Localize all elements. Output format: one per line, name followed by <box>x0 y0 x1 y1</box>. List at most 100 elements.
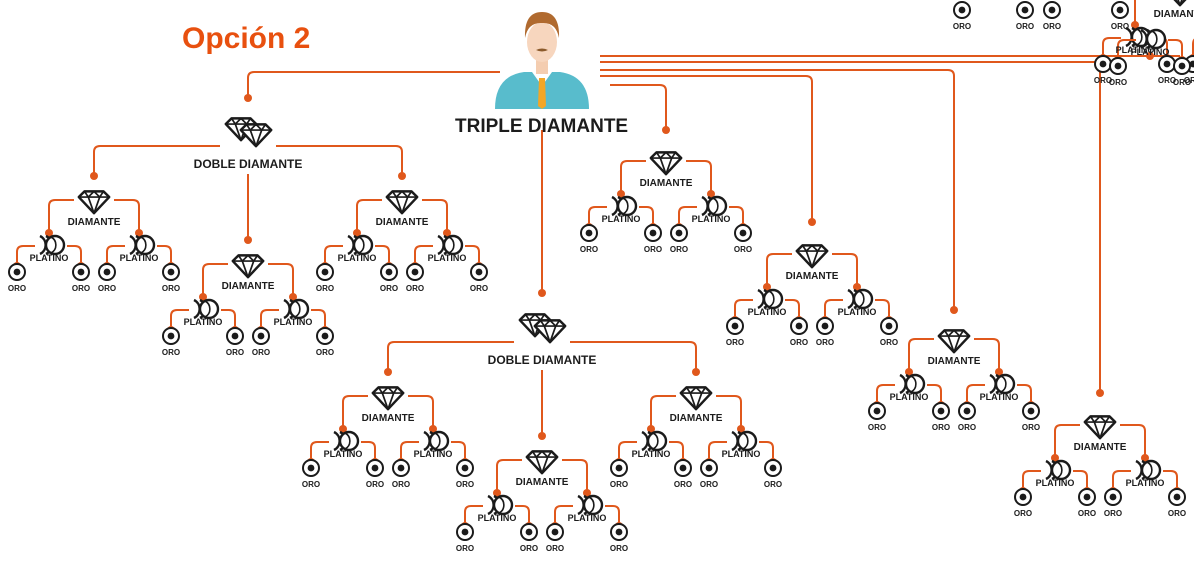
oro-rank-label: ORO <box>763 480 783 489</box>
connector-line <box>400 441 419 462</box>
target-ring-icon <box>366 459 384 477</box>
connector-line <box>276 145 403 176</box>
oro-rank-label: ORO <box>879 338 899 347</box>
double-diamond-icon <box>518 313 567 344</box>
target-ring-icon <box>764 459 782 477</box>
connector-line <box>375 245 390 266</box>
double-crescent-icon <box>757 288 784 310</box>
double-crescent-icon <box>899 373 926 395</box>
target-ring-icon <box>1016 1 1034 19</box>
oro-rank-label: ORO <box>1108 78 1128 87</box>
platino-rank-label: PLATINO <box>979 392 1019 402</box>
connector-dot <box>353 229 361 237</box>
connector-line <box>650 395 676 429</box>
connector-dot <box>244 236 252 244</box>
double-crescent-icon <box>333 430 360 452</box>
diamante-rank-label: DIAMANTE <box>375 217 429 228</box>
double-crescent-icon <box>847 288 874 310</box>
double-crescent-icon <box>701 195 728 217</box>
diamond-icon <box>1083 415 1117 440</box>
platino-rank-label: PLATINO <box>889 392 929 402</box>
target-ring-icon <box>953 1 971 19</box>
connector-line <box>605 505 620 526</box>
target-ring-icon <box>610 523 628 541</box>
target-ring-icon <box>670 224 688 242</box>
oro-rank-label: ORO <box>405 284 425 293</box>
diamante-rank-label: DIAMANTE <box>785 271 839 282</box>
connector-dot <box>1146 52 1154 60</box>
double-crescent-icon <box>1140 28 1167 50</box>
double-crescent-icon <box>641 430 668 452</box>
diamante-rank-label: DIAMANTE <box>927 356 981 367</box>
connector-dot <box>1141 454 1149 462</box>
target-ring-icon <box>1014 488 1032 506</box>
double-crescent-icon <box>283 298 310 320</box>
oro-rank-label: ORO <box>7 284 27 293</box>
connector-line <box>734 299 753 320</box>
platino-rank-label: PLATINO <box>119 253 159 263</box>
target-ring-icon <box>1043 1 1061 19</box>
oro-rank-label: ORO <box>669 245 689 254</box>
oro-rank-label: ORO <box>609 544 629 553</box>
double-crescent-icon <box>487 494 514 516</box>
connector-dot <box>692 368 700 376</box>
double-crescent-icon <box>129 234 156 256</box>
connector-line <box>1192 38 1194 58</box>
target-ring-icon <box>1168 488 1186 506</box>
oro-rank-label: ORO <box>1167 509 1187 518</box>
connector-line <box>515 505 530 526</box>
oro-rank-label: ORO <box>643 245 663 254</box>
target-ring-icon <box>456 459 474 477</box>
oro-rank-label: ORO <box>455 480 475 489</box>
connector-dot <box>429 425 437 433</box>
platino-rank-label: PLATINO <box>1115 45 1155 55</box>
connector-dot <box>493 489 501 497</box>
connector-line <box>221 309 236 330</box>
diamond-icon <box>649 151 683 176</box>
connector-dot <box>995 368 1003 376</box>
connector-dot <box>662 126 670 134</box>
connector-line <box>1117 39 1136 60</box>
target-ring-icon <box>868 402 886 420</box>
connector-line <box>1102 37 1121 58</box>
double-crescent-icon <box>577 494 604 516</box>
connector-dot <box>647 425 655 433</box>
diamante-rank-label: DIAMANTE <box>639 178 693 189</box>
oro-rank-label: ORO <box>1183 76 1194 85</box>
target-ring-icon <box>1104 488 1122 506</box>
oro-rank-label: ORO <box>673 480 693 489</box>
oro-rank-label: ORO <box>789 338 809 347</box>
connector-dot <box>1131 21 1139 29</box>
oro-rank-label: ORO <box>957 423 977 432</box>
target-ring-icon <box>316 327 334 345</box>
connector-line <box>67 245 82 266</box>
connector-line <box>562 459 588 493</box>
connector-line <box>1017 384 1032 405</box>
oro-rank-label: ORO <box>71 284 91 293</box>
connector-line <box>766 253 792 287</box>
connector-line <box>16 245 35 266</box>
connector-line <box>716 395 742 429</box>
double-crescent-icon <box>423 430 450 452</box>
connector-line <box>927 384 942 405</box>
connector-dot <box>244 94 252 102</box>
platino-rank-label: PLATINO <box>413 449 453 459</box>
target-ring-icon <box>880 317 898 335</box>
target-ring-icon <box>470 263 488 281</box>
connector-dot <box>707 190 715 198</box>
connector-line <box>1163 470 1178 491</box>
connector-line <box>268 263 294 297</box>
connector-line <box>588 206 607 227</box>
connector-line <box>678 206 697 227</box>
oro-rank-label: ORO <box>161 284 181 293</box>
target-ring-icon <box>546 523 564 541</box>
connector-line <box>247 71 500 98</box>
oro-rank-label: ORO <box>1157 76 1177 85</box>
double-diamond-icon <box>224 117 273 148</box>
diamond-icon <box>77 190 111 215</box>
connector-line <box>1120 424 1146 458</box>
connector-line <box>465 245 480 266</box>
connector-dot <box>583 489 591 497</box>
oro-rank-label: ORO <box>1077 509 1097 518</box>
platino-rank-label: PLATINO <box>29 253 69 263</box>
